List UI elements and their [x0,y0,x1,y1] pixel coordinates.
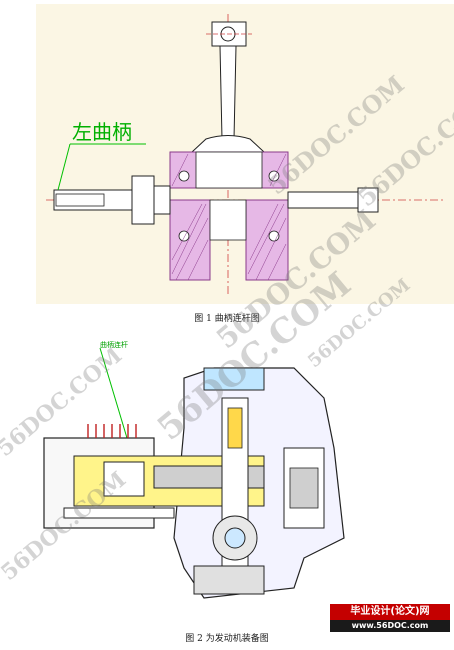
banner-url: www.56DOC.com [330,620,450,632]
figure-2-label: 曲柄连杆 [100,341,128,349]
figure-1-caption: 图 1 曲柄连杆图 [194,314,260,324]
engine-drawing-svg [43,347,345,599]
site-banner[interactable]: 毕业设计(论文)网 www.56DOC.com [330,604,450,632]
figure-2-caption: 图 2 为发动机装备图 [185,634,269,644]
figure-1-label: 左曲柄 [72,120,132,144]
figure-1-crank-drawing: 左曲柄 [36,4,454,304]
figure-2-engine-drawing: 曲柄连杆 [4,338,364,608]
crank-drawing-svg [46,14,446,294]
banner-title: 毕业设计(论文)网 [350,606,430,617]
